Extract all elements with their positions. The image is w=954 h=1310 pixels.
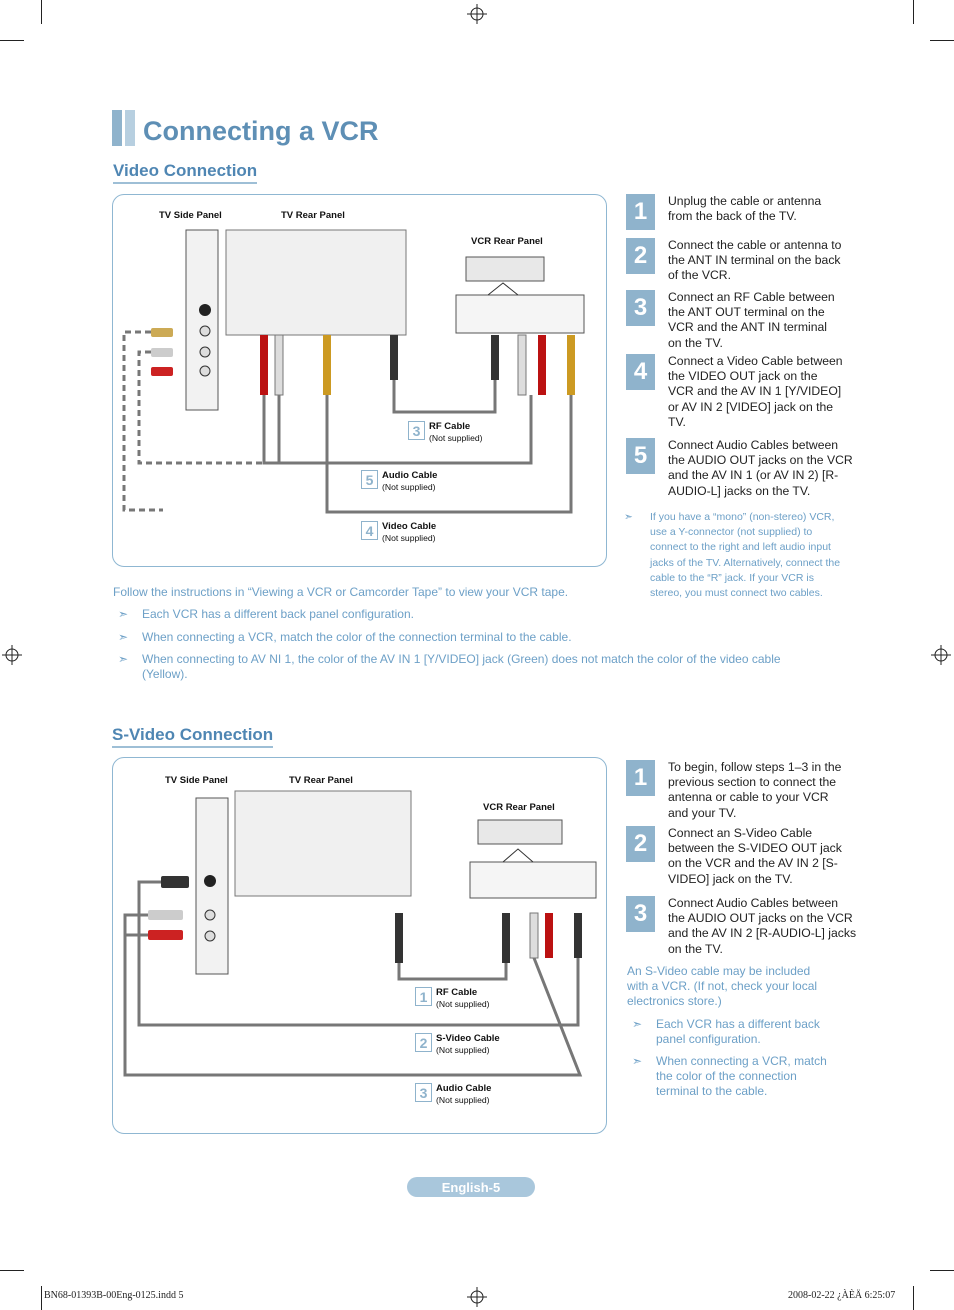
registration-mark-icon bbox=[467, 1287, 487, 1307]
step-number: 3 bbox=[626, 290, 655, 326]
step-text: Connect an S-Video Cable between the S-V… bbox=[668, 826, 842, 886]
footer-filename: BN68-01393B-00Eng-0125.indd 5 bbox=[44, 1290, 184, 1301]
step-number: 1 bbox=[626, 194, 655, 230]
cable-note: (Not supplied) bbox=[382, 481, 436, 492]
bullet-icon: ➣ bbox=[118, 630, 129, 644]
mono-vcr-note: If you have a “mono” (non-stereo) VCR, u… bbox=[650, 511, 841, 600]
cable-name: Audio Cable bbox=[436, 1083, 492, 1094]
page-title: Connecting a VCR bbox=[143, 116, 379, 146]
video-step-4: 4 Connect a Video Cable between the VIDEO… bbox=[626, 354, 843, 430]
svideo-step-1: 1 To begin, follow steps 1–3 in the previ… bbox=[626, 760, 843, 821]
step-number: 1 bbox=[626, 760, 655, 796]
video-bullet-2: When connecting a VCR, match the color o… bbox=[142, 630, 572, 644]
page-number-badge: English-5 bbox=[407, 1177, 535, 1197]
cable-name: RF Cable bbox=[429, 421, 471, 432]
cable-name: Audio Cable bbox=[382, 470, 438, 481]
crop-mark bbox=[913, 0, 914, 24]
cable-number: 2 bbox=[415, 1033, 432, 1052]
svideo-step-3: 3 Connect Audio Cables between the AUDIO … bbox=[626, 896, 858, 957]
cable-note: (Not supplied) bbox=[436, 998, 490, 1009]
crop-mark bbox=[930, 40, 954, 41]
step-number: 2 bbox=[626, 238, 655, 274]
cable-note: (Not supplied) bbox=[382, 532, 436, 543]
svideo-connection-heading: S-Video Connection bbox=[112, 725, 274, 748]
step-text: Unplug the cable or antenna from the bac… bbox=[668, 194, 822, 224]
cable-label-video: 4 Video Cable(Not supplied) bbox=[361, 521, 436, 544]
bullet-icon: ➣ bbox=[118, 607, 129, 621]
cable-number: 4 bbox=[361, 521, 378, 540]
step-text: Connect a Video Cable between the VIDEO … bbox=[668, 354, 843, 429]
registration-mark-icon bbox=[467, 4, 487, 24]
registration-mark-icon bbox=[2, 645, 22, 665]
svideo-bullet-2: When connecting a VCR, match the color o… bbox=[656, 1054, 827, 1099]
cable-note: (Not supplied) bbox=[436, 1094, 490, 1105]
follow-instructions: Follow the instructions in “Viewing a VC… bbox=[113, 585, 569, 599]
step-text: Connect an RF Cable between the ANT OUT … bbox=[668, 290, 835, 350]
step-number: 4 bbox=[626, 354, 655, 390]
cable-note: (Not supplied) bbox=[436, 1044, 490, 1055]
footer-timestamp: 2008-02-22 ¿ÀÈÄ 6:25:07 bbox=[788, 1290, 896, 1301]
crop-mark bbox=[0, 40, 24, 41]
cable-name: S-Video Cable bbox=[436, 1033, 500, 1044]
svideo-connection-diagram bbox=[123, 790, 597, 1077]
crop-mark bbox=[41, 1286, 42, 1310]
cable-label-svideo: 2 S-Video Cable(Not supplied) bbox=[415, 1033, 500, 1056]
svideo-step-2: 2 Connect an S-Video Cable between the S-… bbox=[626, 826, 848, 887]
cable-number: 1 bbox=[415, 987, 432, 1006]
bullet-icon: ➣ bbox=[632, 1017, 643, 1031]
title-accent bbox=[112, 110, 122, 146]
step-text: Connect Audio Cables between the AUDIO O… bbox=[668, 896, 857, 956]
step-text: Connect the cable or antenna to the ANT … bbox=[668, 238, 842, 283]
cable-note: (Not supplied) bbox=[429, 432, 483, 443]
tv-rear-panel-label: TV Rear Panel bbox=[281, 210, 345, 221]
video-connection-diagram bbox=[122, 229, 585, 514]
video-step-1: 1 Unplug the cable or antenna from the ba… bbox=[626, 194, 843, 230]
cable-number: 3 bbox=[415, 1083, 432, 1102]
video-diagram-panel: TV Side Panel TV Rear Panel VCR Rear Pan… bbox=[112, 194, 607, 567]
bullet-icon: ➣ bbox=[624, 511, 633, 523]
registration-mark-icon bbox=[931, 645, 951, 665]
crop-mark bbox=[41, 0, 42, 24]
svideo-diagram-panel: TV Side Panel TV Rear Panel VCR Rear Pan… bbox=[112, 757, 607, 1134]
cable-name: Video Cable bbox=[382, 521, 437, 532]
video-step-5: 5 Connect Audio Cables between the AUDIO … bbox=[626, 438, 853, 499]
step-text: To begin, follow steps 1–3 in the previo… bbox=[668, 760, 842, 820]
title-accent bbox=[125, 110, 135, 146]
crop-mark bbox=[930, 1270, 954, 1271]
step-number: 3 bbox=[626, 896, 655, 932]
step-number: 2 bbox=[626, 826, 655, 862]
crop-mark bbox=[0, 1270, 24, 1271]
step-number: 5 bbox=[626, 438, 655, 474]
tv-side-panel-label: TV Side Panel bbox=[165, 775, 228, 786]
svideo-bullet-1: Each VCR has a different back panel conf… bbox=[656, 1017, 820, 1047]
tv-side-panel-label: TV Side Panel bbox=[159, 210, 222, 221]
video-step-2: 2 Connect the cable or antenna to the ANT… bbox=[626, 238, 843, 284]
video-step-3: 3 Connect an RF Cable between the ANT OUT… bbox=[626, 290, 843, 351]
cable-number: 5 bbox=[361, 470, 378, 489]
video-bullet-3: When connecting to AV NI 1, the color of… bbox=[142, 652, 781, 682]
cable-label-rf: 1 RF Cable(Not supplied) bbox=[415, 987, 490, 1010]
bullet-icon: ➣ bbox=[118, 652, 129, 666]
crop-mark bbox=[913, 1286, 914, 1310]
vcr-rear-panel-label: VCR Rear Panel bbox=[471, 236, 543, 247]
cable-label-rf: 3 RF Cable(Not supplied) bbox=[408, 421, 483, 444]
cable-name: RF Cable bbox=[436, 987, 478, 998]
tv-rear-panel-label: TV Rear Panel bbox=[289, 775, 353, 786]
cable-label-audio: 5 Audio Cable(Not supplied) bbox=[361, 470, 437, 493]
bullet-icon: ➣ bbox=[632, 1054, 643, 1068]
cable-number: 3 bbox=[408, 421, 425, 440]
svideo-cable-note: An S-Video cable may be included with a … bbox=[627, 964, 818, 1009]
cable-label-audio: 3 Audio Cable(Not supplied) bbox=[415, 1083, 491, 1106]
video-connection-heading: Video Connection bbox=[113, 161, 258, 184]
vcr-rear-panel-label: VCR Rear Panel bbox=[483, 802, 555, 813]
step-text: Connect Audio Cables between the AUDIO O… bbox=[668, 438, 853, 498]
video-bullet-1: Each VCR has a different back panel conf… bbox=[142, 607, 414, 621]
